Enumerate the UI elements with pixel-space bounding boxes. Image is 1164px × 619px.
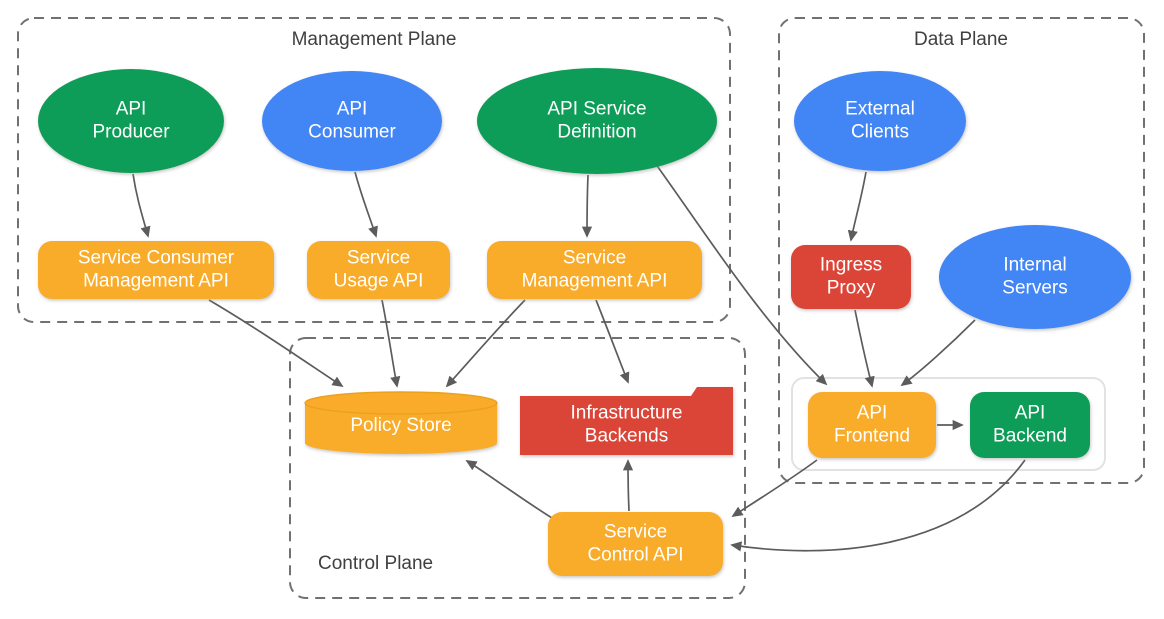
group-box-control-plane	[289, 337, 746, 599]
cylinder-top-policy-store	[304, 391, 498, 415]
edge-mgmt-to-policy-store	[445, 299, 526, 388]
node-shape-api-frontend[interactable]	[808, 392, 936, 458]
group-label-management-plane: Management Plane	[292, 29, 457, 50]
edge-definition-to-api-frontend	[654, 162, 828, 386]
node-shape-api-producer[interactable]	[38, 69, 224, 173]
subgroup-box-api-serving-group	[791, 377, 1106, 471]
node-shape-api-consumer[interactable]	[262, 71, 442, 171]
group-label-control-plane: Control Plane	[318, 553, 433, 574]
edge-backend-to-control	[730, 459, 1026, 552]
edge-control-to-infrastructure	[622, 459, 634, 512]
subgroup-containers	[791, 377, 1106, 471]
node-shape-service-control-api[interactable]	[548, 512, 723, 576]
edges	[132, 162, 1026, 552]
node-shape-infrastructure-backends[interactable]	[520, 387, 733, 455]
edge-frontend-to-control	[731, 459, 818, 517]
edge-consumer-mgmt-to-policy-store	[208, 299, 344, 388]
group-containers	[17, 17, 1145, 599]
edge-usage-to-policy-store	[381, 299, 401, 388]
node-shape-service-management-api[interactable]	[487, 241, 702, 299]
group-box-management-plane	[17, 17, 731, 323]
edge-control-to-policy-store	[465, 460, 553, 519]
node-shape-api-backend[interactable]	[970, 392, 1090, 458]
node-shape-api-service-definition[interactable]	[477, 68, 717, 174]
edge-internal-to-frontend	[900, 319, 976, 387]
node-policy-store[interactable]: Policy Store	[304, 391, 498, 454]
node-shape-service-usage-api[interactable]	[307, 241, 450, 299]
node-shape-ingress-proxy[interactable]	[791, 245, 911, 309]
edge-mgmt-to-infrastructure	[595, 299, 630, 384]
edge-external-to-ingress	[847, 171, 867, 242]
edge-consumer-to-usage	[354, 171, 378, 238]
node-shape-service-consumer-mgmt-api[interactable]	[38, 241, 274, 299]
edge-ingress-to-frontend	[854, 309, 875, 388]
edge-producer-to-consumer-mgmt	[132, 173, 151, 238]
node-shape-external-clients[interactable]	[794, 71, 966, 171]
group-label-data-plane: Data Plane	[914, 29, 1008, 50]
node-shape-internal-servers[interactable]	[939, 225, 1131, 329]
edge-definition-to-mgmt	[581, 174, 593, 238]
